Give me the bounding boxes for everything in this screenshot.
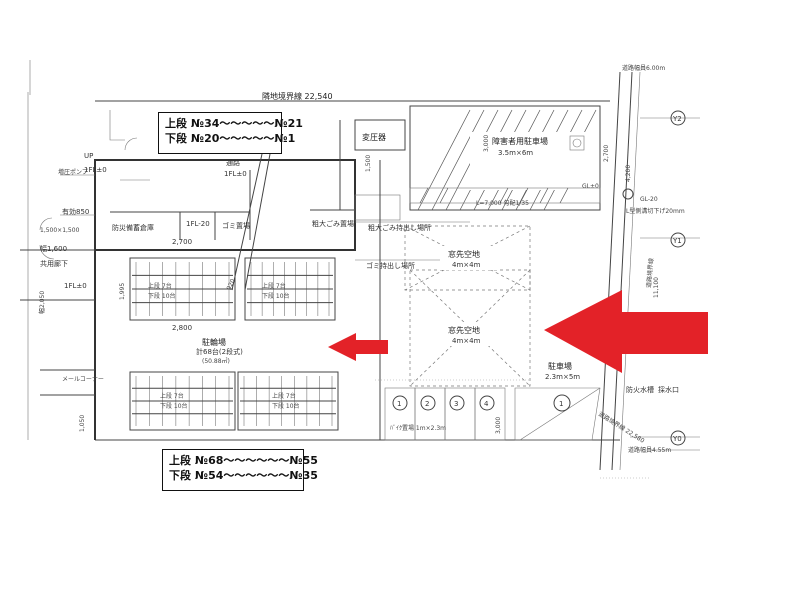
- plan-labels: 隣地境界線 22,540 道路幅員6.00m 道路幅員4.55m 道路境界線 道…: [38, 64, 685, 454]
- rack-tr-1: 上段 7台: [262, 282, 286, 290]
- road-boundary-right: 道路境界線: [645, 258, 656, 289]
- grid-y2: Y2: [672, 115, 682, 123]
- common-hall-label: 共用廊下: [40, 259, 68, 268]
- corridor-label: 通路: [226, 158, 240, 167]
- car-parking-label: 駐車場: [548, 361, 572, 371]
- dim-1600: 幅1,600: [40, 244, 67, 253]
- gl-zero-label: GL±0: [582, 183, 599, 190]
- rack-tr-2: 下段 10台: [262, 292, 290, 300]
- car-parking-size: 2.3m×5m: [545, 373, 580, 381]
- ifl-zero-1: 1FL±0: [84, 166, 107, 174]
- boundary-label: 隣地境界線 22,540: [262, 91, 333, 101]
- parking-stalls: [375, 379, 601, 441]
- dim-1500: 1,500×1,500: [40, 227, 80, 234]
- fire-tank-label: 防火水槽: [626, 385, 654, 394]
- garbage-storage-label: ゴミ置場: [222, 221, 250, 230]
- window-open-2-size: 4m×4m: [452, 337, 481, 345]
- disabled-parking-size: 3.5m×6m: [498, 149, 533, 157]
- callout-bottom-line1: 上段 №68〜〜〜〜〜〜№55: [169, 454, 318, 467]
- rack-bl-2: 下段 10台: [160, 402, 188, 410]
- callout-top-line2: 下段 №20〜〜〜〜〜№1: [165, 132, 296, 145]
- curb-note: L型側溝切下げ20mm: [626, 207, 685, 215]
- garbage-route: ゴミ持出し場所: [366, 261, 415, 270]
- disaster-storage-label: 防災備蓄倉庫: [112, 223, 154, 232]
- space-2: 2: [425, 400, 429, 408]
- large-red-arrow: [544, 290, 708, 373]
- warehouse-label: 有効850: [62, 207, 89, 216]
- bike-space-note: ﾊﾞｲｸ置場 1m×2.3m: [390, 424, 446, 432]
- gl-minus-label: GL-20: [640, 196, 658, 203]
- pump-label: 増圧ポンプ: [58, 168, 88, 176]
- dim-3000: 3,000: [483, 135, 490, 152]
- building-walls: [20, 110, 470, 440]
- ifl-zero-2: 1FL±0: [224, 170, 247, 178]
- window-open-2-label: 窓先空地: [448, 325, 480, 335]
- rack-block: [237, 371, 339, 431]
- dim-2700: 2,700: [172, 238, 192, 246]
- site-boundaries: [27, 60, 700, 479]
- dim-7000: L=7,000 勾配1/35: [476, 199, 529, 207]
- small-red-arrow: [328, 333, 388, 361]
- grid-markers: [622, 110, 686, 446]
- dim-1050: 1,050: [79, 415, 86, 432]
- mail-corner-label: メールコーナー: [62, 376, 104, 383]
- space-3: 3: [454, 400, 458, 408]
- dim-920: 920: [226, 278, 237, 292]
- ifl-zero-3: 1FL±0: [64, 282, 87, 290]
- dim-1995: 1,995: [119, 283, 126, 300]
- space-circles: [392, 394, 571, 412]
- callout-leaders: [231, 153, 271, 291]
- dim-3000-low: 3,000: [495, 417, 502, 434]
- bulky-garbage-route: 粗大ごみ持出し場所: [368, 223, 431, 232]
- callout-top-line1: 上段 №34〜〜〜〜〜№21: [165, 117, 303, 130]
- dim-11100: 11,100: [653, 277, 660, 298]
- dim-2800: 2,800: [172, 324, 192, 332]
- callout-top: 上段 №34〜〜〜〜〜№21 下段 №20〜〜〜〜〜№1: [158, 112, 303, 154]
- dim-2050: 幅2,050: [38, 291, 46, 314]
- road-width-top: 道路幅員6.00m: [622, 64, 665, 72]
- rack-block: [129, 257, 236, 321]
- dim-4200: 4,200: [625, 165, 632, 182]
- pointer-arrows: [328, 290, 708, 373]
- grid-y1: Y1: [672, 237, 682, 245]
- ramp-hatch: [409, 105, 601, 211]
- dim-1500b: 1,500: [365, 155, 372, 172]
- up-label: UP: [84, 152, 93, 160]
- bike-parking-area: (50.88㎡): [202, 357, 230, 365]
- space-1: 1: [397, 400, 401, 408]
- grid-y0: Y0: [672, 435, 682, 443]
- window-open-1-size: 4m×4m: [452, 261, 481, 269]
- bike-parking-count: 計68台(2段式): [196, 347, 243, 356]
- rack-br-1: 上段 7台: [272, 392, 296, 400]
- rack-br-2: 下段 10台: [272, 402, 300, 410]
- window-open-1-label: 窓先空地: [448, 249, 480, 259]
- space-4: 4: [484, 400, 489, 408]
- rack-tl-2: 下段 10台: [148, 292, 176, 300]
- bulky-garbage-label: 粗大ごみ置場: [312, 219, 354, 228]
- rack-block: [129, 371, 236, 431]
- water-intake-label: 採水口: [658, 385, 679, 394]
- dim-2700b: 2,700: [603, 145, 610, 162]
- bike-parking-label: 駐輪場: [202, 337, 226, 347]
- callout-bottom: 上段 №68〜〜〜〜〜〜№55 下段 №54〜〜〜〜〜〜№35: [162, 449, 318, 491]
- ifl-minus-20: 1FL-20: [186, 220, 210, 228]
- rack-tl-1: 上段 7台: [148, 282, 172, 290]
- space-big-1: 1: [559, 400, 563, 408]
- bicycle-racks: [129, 257, 339, 431]
- transformer-label: 変圧器: [362, 132, 386, 142]
- disabled-parking-label: 障害者用駐車場: [492, 136, 548, 146]
- road-width-bottom: 道路幅員4.55m: [628, 446, 671, 454]
- callout-bottom-line2: 下段 №54〜〜〜〜〜〜№35: [169, 469, 318, 482]
- window-open-spaces: [404, 225, 531, 387]
- rack-bl-1: 上段 7台: [160, 392, 184, 400]
